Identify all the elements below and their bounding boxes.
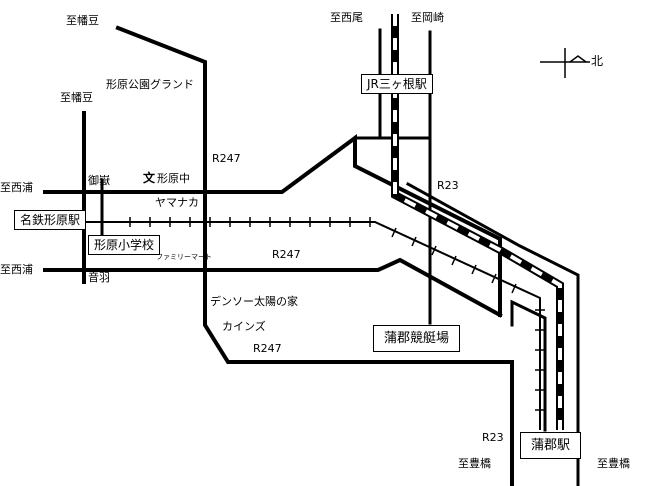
label-to-nishiura-lower: 至西浦 — [0, 263, 33, 276]
school-icon: 文 — [143, 171, 156, 185]
road-inner-to-station — [510, 299, 547, 432]
label-r247-north: R247 — [212, 152, 241, 165]
label-to-toyohashi-mid: 至豊橋 — [458, 457, 491, 470]
label-to-hazu-top: 至幡豆 — [66, 14, 99, 27]
box-katahara-elementary: 形原小学校 — [88, 235, 161, 255]
label-katahara-park: 形原公園グランド — [106, 78, 194, 91]
label-ontake: 御嶽 — [88, 174, 110, 187]
label-katahara-jhs: 形原中 — [157, 172, 190, 185]
box-jr-mikawa-station: JR三ヶ根駅 — [361, 74, 433, 94]
label-to-nishio: 至西尾 — [330, 11, 363, 24]
label-to-toyohashi-right: 至豊橋 — [597, 457, 630, 470]
label-to-nishiura-upper: 至西浦 — [0, 181, 33, 194]
jr-railway — [391, 14, 564, 430]
label-familymart: ファミリーマート — [156, 253, 212, 261]
label-r247-middle: R247 — [272, 248, 301, 261]
label-cainz: カインズ — [222, 320, 266, 333]
label-r247-south: R247 — [253, 342, 282, 355]
label-denso: デンソー太陽の家 — [210, 295, 298, 308]
label-r23-south: R23 — [482, 431, 504, 444]
box-gamagori-station: 蒲郡駅 — [520, 432, 582, 459]
meitetsu-railway — [84, 217, 545, 430]
label-to-okazaki: 至岡崎 — [411, 11, 444, 24]
road-r23-outer — [405, 181, 580, 442]
label-to-hazu-left: 至幡豆 — [60, 91, 93, 104]
box-gamagori-boat: 蒲郡競艇場 — [373, 325, 461, 352]
road-r247-upper — [43, 134, 502, 317]
box-meitetsu-katahara-station: 名鉄形原駅 — [14, 210, 87, 230]
road-r247-lower — [43, 257, 503, 318]
label-yamanaka: ヤマナカ — [155, 196, 199, 209]
label-r23-north: R23 — [437, 179, 459, 192]
label-north: 北 — [591, 54, 604, 68]
label-otowa: 音羽 — [88, 271, 110, 284]
north-arrow-icon — [540, 48, 590, 78]
